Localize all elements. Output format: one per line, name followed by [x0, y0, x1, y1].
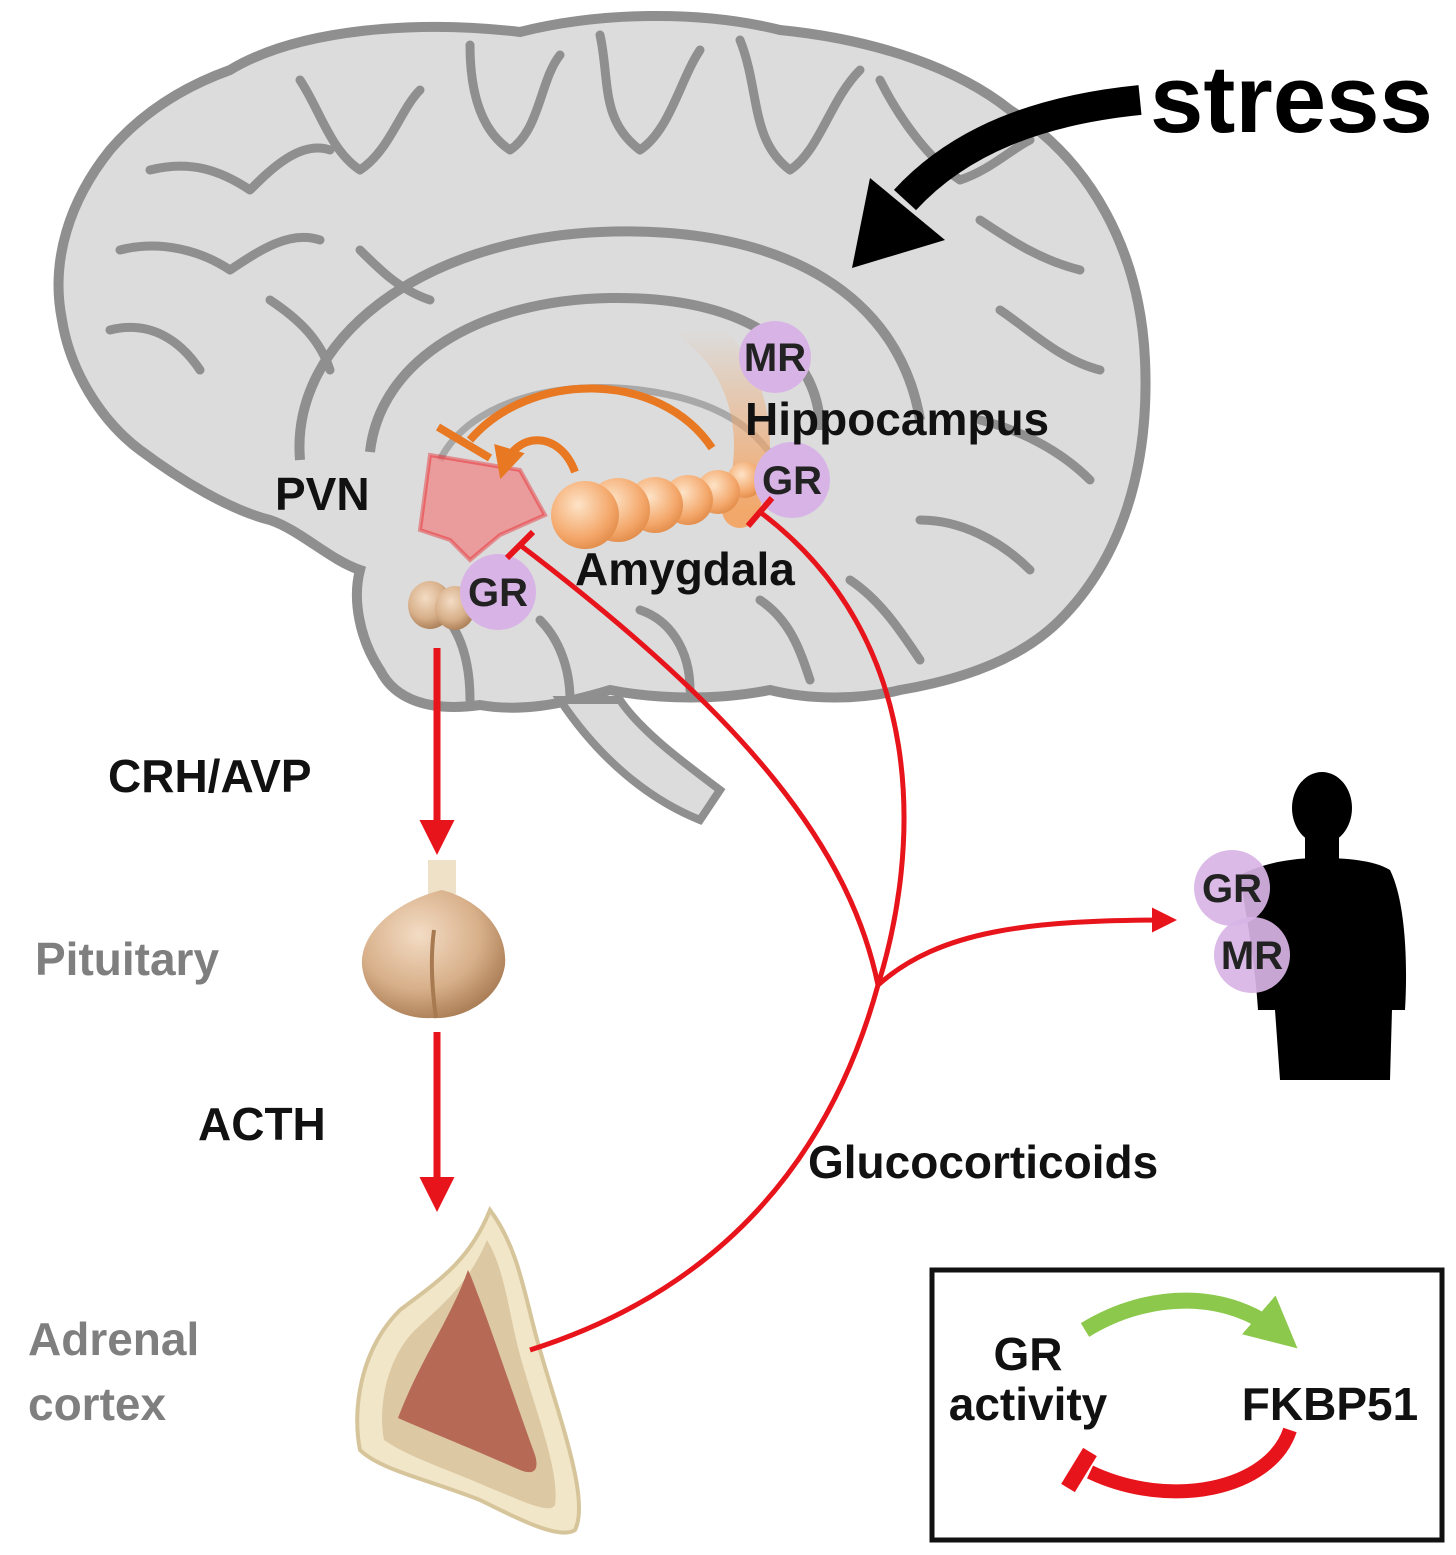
- svg-text:GR: GR: [762, 459, 822, 503]
- svg-text:GR: GR: [468, 571, 528, 615]
- inset-gr-label-line1: GR: [994, 1328, 1063, 1380]
- brain-sulci: [105, 30, 1105, 705]
- fkbp51-inhibits-gr-curve: [1087, 1427, 1297, 1499]
- gr-activates-fkbp51-arrow: [1080, 1292, 1298, 1349]
- acth-label: ACTH: [198, 1098, 326, 1150]
- feedback-to-pvn-inhibition-bar: [504, 529, 536, 561]
- pituitary-label: Pituitary: [35, 933, 219, 985]
- cingulate-gyrus: [294, 226, 925, 461]
- hippocampus-mr-receptor: MR: [739, 321, 811, 393]
- adrenal-label-line1: Adrenal: [28, 1313, 199, 1365]
- crh-avp-label: CRH/AVP: [108, 750, 312, 802]
- inset-fkbp51-label: FKBP51: [1242, 1378, 1418, 1430]
- pvn-gr-receptor: GR: [460, 554, 536, 630]
- pvn-label: PVN: [275, 468, 370, 520]
- pituitary-small-in-brain: [408, 581, 475, 630]
- feedback-to-hippocampus-inhibition-bar: [745, 496, 775, 528]
- body-gr-receptor: GR: [1194, 850, 1270, 926]
- adrenal-cortex-illustration: [355, 1205, 581, 1535]
- inset-gr-label-line2: activity: [949, 1378, 1108, 1430]
- glucocorticoid-main-curve: [529, 984, 881, 1353]
- glucocorticoid-to-body-arrow: [876, 907, 1177, 987]
- svg-text:MR: MR: [1221, 934, 1283, 978]
- hippocampus-inhibits-pvn-arrow: [466, 384, 716, 451]
- stress-label: stress: [1150, 46, 1433, 153]
- svg-text:GR: GR: [1202, 867, 1262, 911]
- human-body-silhouette: [1240, 772, 1407, 1080]
- feedback-to-hippocampus-curve: [758, 510, 907, 986]
- brainstem: [552, 696, 726, 825]
- brain-outline: [53, 10, 1151, 713]
- hippocampus-label: Hippocampus: [745, 393, 1049, 445]
- hippocampus-inhibition-bar: [435, 423, 493, 462]
- stress-arrow-shaft: [893, 85, 1142, 211]
- amygdala-activates-pvn-arrow: [494, 436, 579, 480]
- pituitary-illustration: [361, 860, 506, 1019]
- amygdala-label: Amygdala: [575, 543, 795, 595]
- amygdala-shape: [551, 462, 763, 549]
- gr-fkbp51-feedback-inset: GR activity FKBP51: [929, 1267, 1445, 1543]
- body-mr-receptor: MR: [1214, 917, 1290, 993]
- glucocorticoids-label: Glucocorticoids: [808, 1136, 1158, 1188]
- stress-arrow-head: [852, 178, 945, 268]
- feedback-to-pvn-curve: [518, 543, 881, 986]
- fkbp51-inhibition-bar: [1061, 1447, 1097, 1493]
- svg-text:MR: MR: [744, 336, 806, 380]
- adrenal-label-line2: cortex: [28, 1378, 166, 1430]
